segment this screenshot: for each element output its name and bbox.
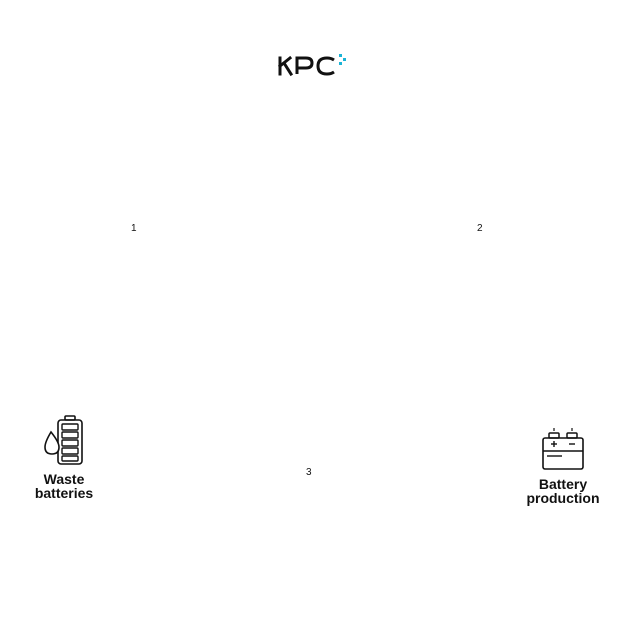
step-number-2: 2: [477, 223, 483, 234]
battery-production-label-line1: Battery: [538, 476, 588, 492]
battery-with-drop-icon: [44, 415, 83, 465]
step-number-1: 1: [131, 223, 137, 234]
waste-batteries-label-line2: batteries: [34, 485, 94, 501]
battery-production-label-line2: production: [526, 490, 600, 506]
waste-batteries-label: Waste batteries: [14, 472, 114, 500]
kpc-logo-mark: [278, 54, 346, 77]
step-number-3: 3: [306, 467, 312, 478]
waste-batteries-label-line1: Waste: [43, 471, 85, 487]
car-battery-icon: [542, 428, 584, 470]
battery-production-label: Battery production: [510, 477, 616, 505]
kpc-logo: [278, 50, 348, 80]
waste-batteries-node: Waste batteries: [14, 414, 114, 500]
battery-production-node: Battery production: [510, 427, 616, 505]
